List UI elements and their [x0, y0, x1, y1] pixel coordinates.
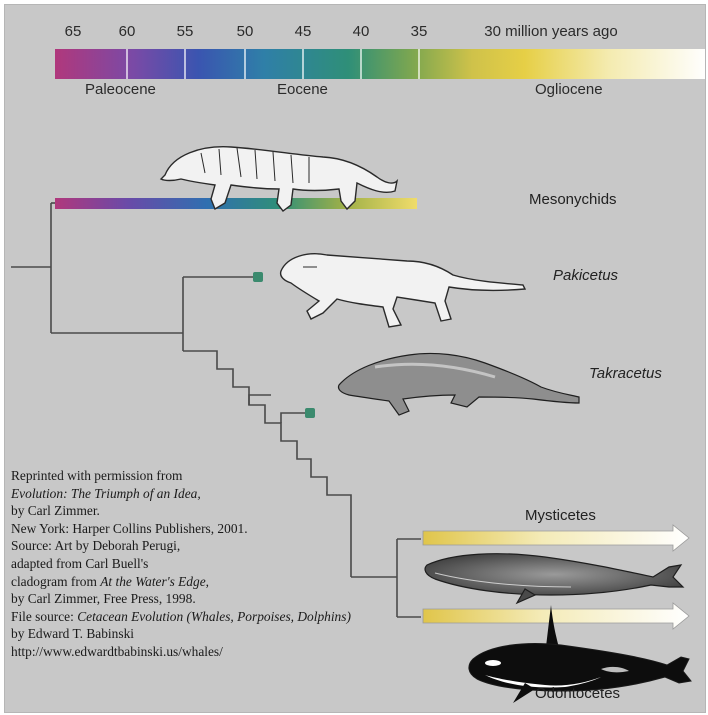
takracetus-animal-icon: [338, 353, 579, 415]
credit-text: ,: [206, 574, 209, 589]
credit-line: cladogram from At the Water's Edge,: [11, 573, 481, 591]
takracetus-range-marker: [305, 408, 315, 418]
credit-line: Reprinted with permission from: [11, 467, 481, 485]
credit-text: File source:: [11, 609, 77, 624]
label-pakicetus: Pakicetus: [553, 267, 618, 284]
label-odontocetes: Odontocetes: [535, 685, 620, 702]
credit-line: adapted from Carl Buell's: [11, 555, 481, 573]
credit-line: New York: Harper Collins Publishers, 200…: [11, 520, 481, 538]
cladogram-figure: 65 60 55 50 45 40 35 30 million years ag…: [4, 4, 706, 713]
credit-source-title: At the Water's Edge: [100, 574, 205, 589]
label-mysticetes: Mysticetes: [525, 507, 596, 524]
label-mesonychids: Mesonychids: [529, 191, 617, 208]
credit-line: Source: Art by Deborah Perugi,: [11, 537, 481, 555]
label-takracetus: Takracetus: [589, 365, 662, 382]
credit-text: cladogram from: [11, 574, 100, 589]
pakicetus-range-marker: [253, 272, 263, 282]
credit-text-block: Reprinted with permission from Evolution…: [11, 467, 481, 661]
credit-line: by Edward T. Babinski: [11, 625, 481, 643]
credit-file-title: Cetacean Evolution (Whales, Porpoises, D…: [77, 609, 351, 624]
credit-book-title: Evolution: The Triumph of an Idea,: [11, 485, 481, 503]
mesonychid-range-bar: [55, 198, 417, 209]
pakicetus-animal-icon: [281, 254, 525, 327]
credit-line: by Carl Zimmer.: [11, 502, 481, 520]
credit-url: http://www.edwardtbabinski.us/whales/: [11, 643, 481, 661]
credit-line: File source: Cetacean Evolution (Whales,…: [11, 608, 481, 626]
credit-line: by Carl Zimmer, Free Press, 1998.: [11, 590, 481, 608]
